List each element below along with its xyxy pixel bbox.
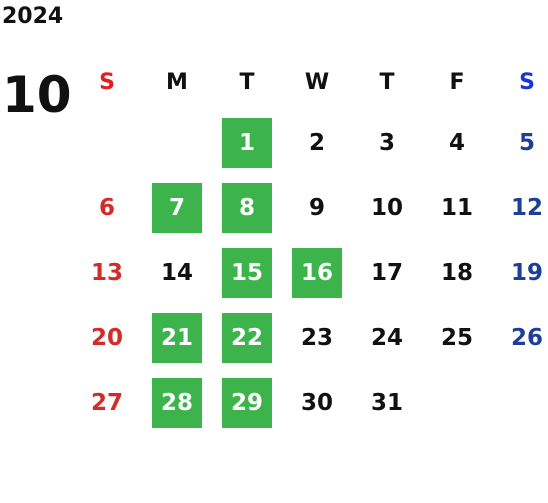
day-number[interactable]: 9 (308, 194, 325, 221)
weekday-header-friday: F (449, 70, 465, 95)
day-number[interactable]: 13 (90, 259, 123, 286)
weekday-header-monday: M (166, 70, 188, 95)
empty-day-cell (72, 110, 142, 175)
highlighted-day[interactable]: 29 (222, 377, 272, 428)
month-label: 10 (2, 66, 72, 124)
day-number[interactable]: 27 (90, 389, 123, 416)
highlighted-day[interactable]: 16 (292, 247, 342, 298)
highlighted-day[interactable]: 28 (152, 377, 202, 428)
day-cell: 12 (492, 175, 548, 240)
highlighted-day[interactable]: 22 (222, 312, 272, 363)
day-cell: 5 (492, 110, 548, 175)
day-cell: 25 (422, 305, 492, 370)
day-number[interactable]: 19 (510, 259, 543, 286)
day-number[interactable]: 18 (440, 259, 473, 286)
empty-day-cell (142, 110, 212, 175)
day-number[interactable]: 12 (510, 194, 543, 221)
day-cell: 24 (352, 305, 422, 370)
day-cell: 21 (142, 305, 212, 370)
day-cell: 26 (492, 305, 548, 370)
day-cell: 22 (212, 305, 282, 370)
day-cell: 2 (282, 110, 352, 175)
day-number[interactable]: 5 (518, 129, 535, 156)
day-number[interactable]: 26 (510, 324, 543, 351)
day-cell: 11 (422, 175, 492, 240)
highlighted-day[interactable]: 21 (152, 312, 202, 363)
day-number[interactable]: 24 (370, 324, 403, 351)
day-cell: 15 (212, 240, 282, 305)
day-number[interactable]: 23 (300, 324, 333, 351)
day-cell: 1 (212, 110, 282, 175)
weekday-header-sunday: S (99, 70, 115, 95)
day-cell: 4 (422, 110, 492, 175)
day-number[interactable]: 25 (440, 324, 473, 351)
day-cell: 19 (492, 240, 548, 305)
day-cell: 31 (352, 370, 422, 435)
day-number[interactable]: 20 (90, 324, 123, 351)
highlighted-day[interactable]: 8 (222, 182, 272, 233)
day-cell: 13 (72, 240, 142, 305)
highlighted-day[interactable]: 15 (222, 247, 272, 298)
day-cell: 14 (142, 240, 212, 305)
day-cell: 27 (72, 370, 142, 435)
day-cell: 30 (282, 370, 352, 435)
day-cell: 7 (142, 175, 212, 240)
day-number[interactable]: 2 (308, 129, 325, 156)
day-number[interactable]: 6 (98, 194, 115, 221)
day-number[interactable]: 17 (370, 259, 403, 286)
weekday-header-thursday: T (379, 70, 395, 95)
weekday-header-tuesday: T (239, 70, 255, 95)
day-number[interactable]: 11 (440, 194, 473, 221)
day-cell: 3 (352, 110, 422, 175)
year-label: 2024 (2, 4, 64, 29)
highlighted-day[interactable]: 1 (222, 117, 272, 168)
day-cell: 17 (352, 240, 422, 305)
day-number[interactable]: 14 (160, 259, 193, 286)
day-cell: 8 (212, 175, 282, 240)
day-cell: 9 (282, 175, 352, 240)
day-number[interactable]: 4 (448, 129, 465, 156)
weekday-header-wednesday: W (304, 70, 330, 95)
day-cell: 29 (212, 370, 282, 435)
weekday-header-saturday: S (519, 70, 535, 95)
day-number[interactable]: 30 (300, 389, 333, 416)
day-cell: 18 (422, 240, 492, 305)
highlighted-day[interactable]: 7 (152, 182, 202, 233)
day-cell: 6 (72, 175, 142, 240)
day-cell: 10 (352, 175, 422, 240)
day-cell: 20 (72, 305, 142, 370)
day-cell: 23 (282, 305, 352, 370)
day-number[interactable]: 31 (370, 389, 403, 416)
day-cell: 28 (142, 370, 212, 435)
day-cell: 16 (282, 240, 352, 305)
day-number[interactable]: 3 (378, 129, 395, 156)
day-number[interactable]: 10 (370, 194, 403, 221)
